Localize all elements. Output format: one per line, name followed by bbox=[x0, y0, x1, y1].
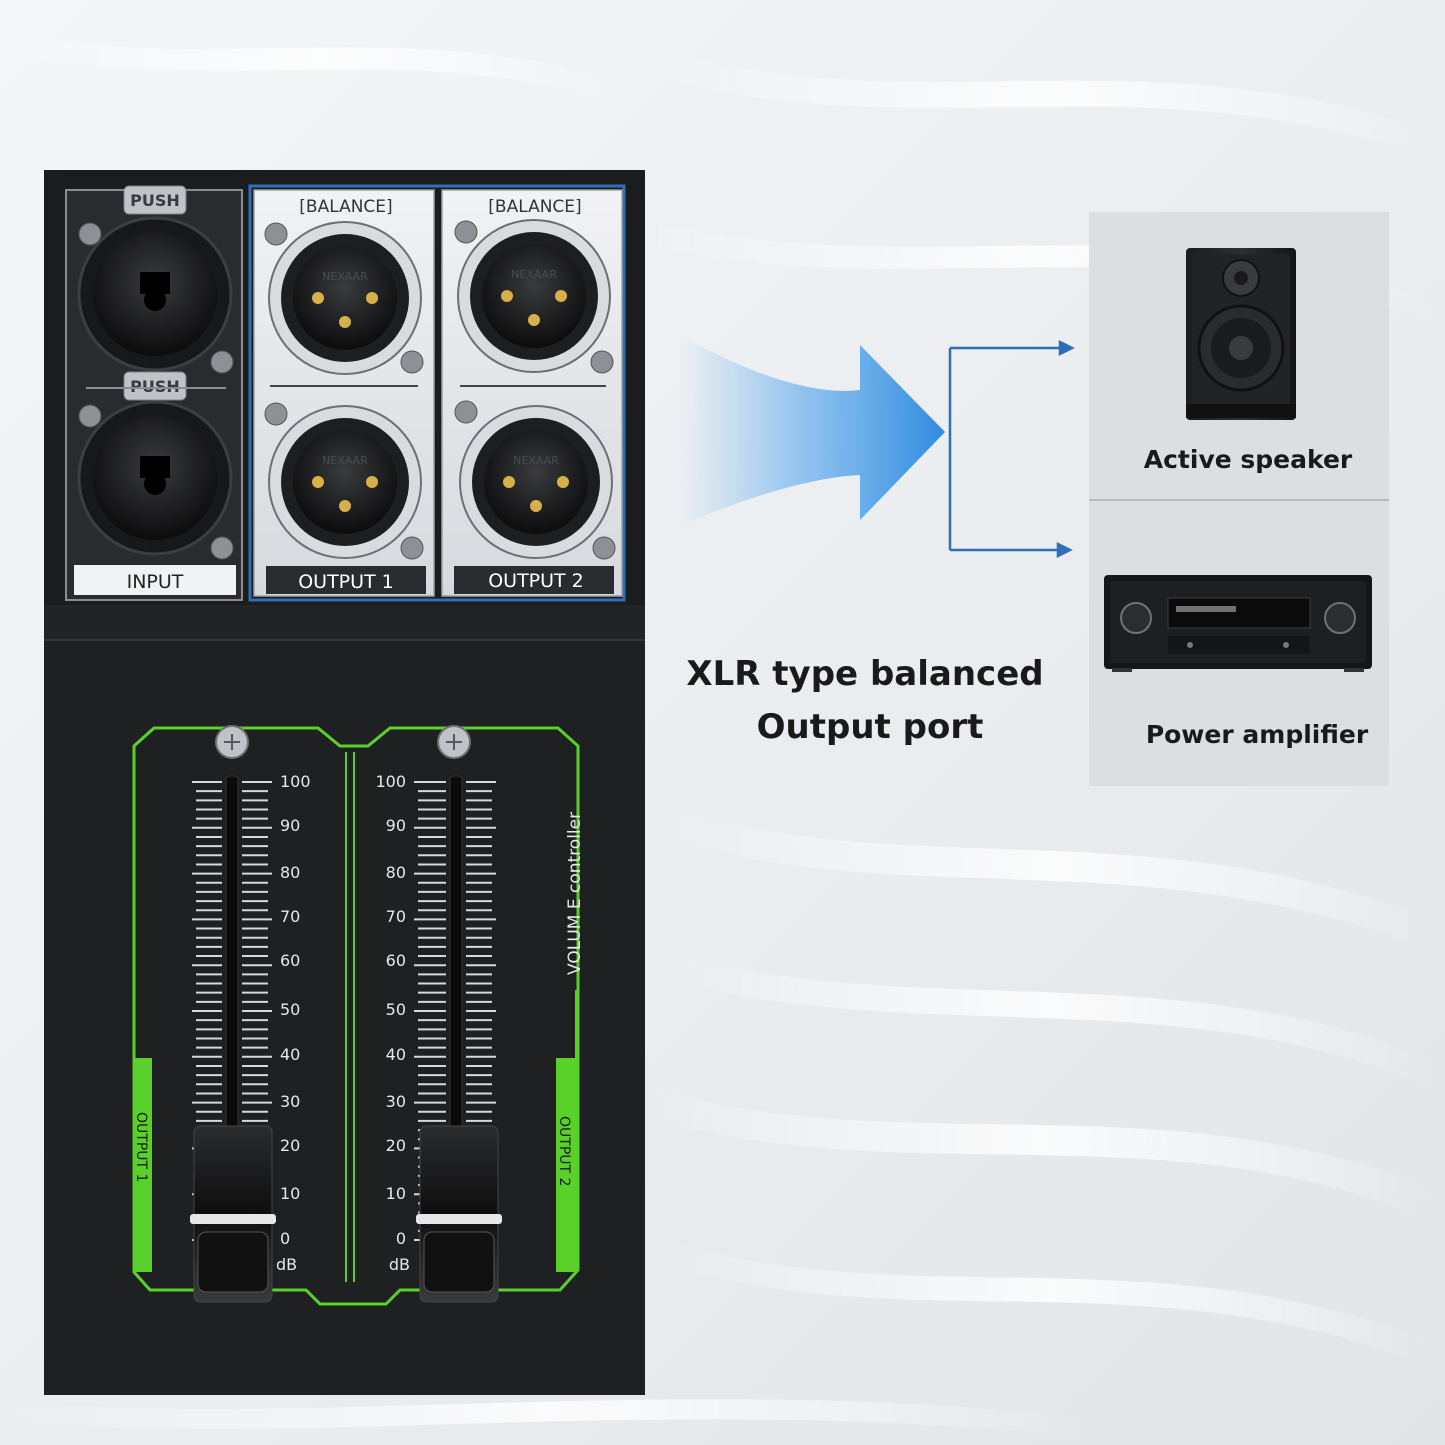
combo-input-jack-1[interactable] bbox=[77, 216, 234, 374]
speaker-icon bbox=[1186, 248, 1296, 420]
scale-label: 10 bbox=[280, 1184, 300, 1203]
output-1-header: [BALANCE] bbox=[299, 197, 392, 217]
left-fader-knob[interactable] bbox=[190, 1125, 276, 1303]
output-2-panel: [BALANCE] NEXAAR NEXAAR bbox=[441, 189, 623, 597]
xlr-brand-mark: NEXAAR bbox=[322, 270, 368, 283]
destination-label-speaker: Active speaker bbox=[1144, 445, 1353, 474]
scale-label: 60 bbox=[280, 951, 300, 970]
push-label-1: PUSH bbox=[130, 191, 180, 210]
volume-controller-label: VOLUM E controller bbox=[565, 812, 585, 975]
caption-line-2: Output port bbox=[757, 707, 984, 747]
left-channel-label: OUTPUT 1 bbox=[133, 1112, 149, 1182]
scale-label: 30 bbox=[386, 1092, 406, 1111]
right-scale-labels: 100 90 80 70 60 50 40 30 20 10 0 dB bbox=[375, 772, 410, 1274]
caption-line-1: XLR type balanced bbox=[686, 654, 1043, 694]
input-plate-label: INPUT bbox=[127, 571, 184, 593]
unit-label: dB bbox=[276, 1255, 297, 1274]
xlr-brand-mark: NEXAAR bbox=[511, 268, 557, 281]
scale-label: 50 bbox=[386, 1000, 406, 1019]
xlr-output-1a[interactable]: NEXAAR bbox=[264, 221, 424, 375]
push-latch-1[interactable]: PUSH bbox=[123, 185, 187, 215]
signal-arrow-icon bbox=[680, 335, 945, 525]
scale-label: 100 bbox=[375, 772, 406, 791]
scale-label: 50 bbox=[280, 1000, 300, 1019]
right-channel-label: OUTPUT 2 bbox=[556, 1116, 572, 1186]
screw-icon bbox=[437, 725, 471, 759]
fader-section: VOLUM E controller OUTPUT 1 OUTPUT 2 100 bbox=[132, 725, 585, 1306]
scale-label: 90 bbox=[280, 816, 300, 835]
xlr-brand-mark: NEXAAR bbox=[513, 454, 559, 467]
output-2-header: [BALANCE] bbox=[488, 197, 581, 217]
scale-label: 20 bbox=[386, 1136, 406, 1155]
scale-label: 10 bbox=[386, 1184, 406, 1203]
output-2-plate-label: OUTPUT 2 bbox=[488, 570, 584, 592]
amplifier-icon bbox=[1104, 575, 1372, 672]
xlr-brand-mark: NEXAAR bbox=[322, 454, 368, 467]
xlr-output-1b[interactable]: NEXAAR bbox=[264, 402, 424, 560]
scale-label: 80 bbox=[280, 863, 300, 882]
left-scale-labels: 100 90 80 70 60 50 40 30 20 10 0 dB bbox=[276, 772, 311, 1274]
audio-controller-device: PUSH PUSH bbox=[44, 170, 645, 1395]
output-1-panel: [BALANCE] NEXAAR NEXAAR bbox=[253, 189, 435, 597]
scale-label: 70 bbox=[280, 907, 300, 926]
input-panel: PUSH PUSH bbox=[65, 185, 243, 601]
scale-label: 40 bbox=[386, 1045, 406, 1064]
scale-label: 30 bbox=[280, 1092, 300, 1111]
scale-label: 80 bbox=[386, 863, 406, 882]
destination-label-amplifier: Power amplifier bbox=[1146, 720, 1369, 749]
destinations-card: Active speaker Power amplifier bbox=[1089, 212, 1389, 786]
xlr-output-2a[interactable]: NEXAAR bbox=[454, 219, 614, 374]
combo-input-jack-2[interactable] bbox=[77, 400, 234, 560]
scale-label: 60 bbox=[386, 951, 406, 970]
screw-icon bbox=[215, 725, 249, 759]
xlr-output-2b[interactable]: NEXAAR bbox=[454, 400, 616, 560]
push-latch-2[interactable]: PUSH bbox=[123, 371, 187, 401]
right-fader-knob[interactable] bbox=[416, 1125, 502, 1303]
branch-connector bbox=[948, 339, 1075, 559]
output-1-plate-label: OUTPUT 1 bbox=[298, 571, 394, 593]
scale-label: 40 bbox=[280, 1045, 300, 1064]
unit-label: dB bbox=[389, 1255, 410, 1274]
scale-label: 70 bbox=[386, 907, 406, 926]
push-label-2: PUSH bbox=[130, 377, 180, 396]
scale-label: 100 bbox=[280, 772, 311, 791]
background-waves bbox=[0, 29, 1445, 1440]
scale-label: 0 bbox=[396, 1229, 406, 1248]
scale-label: 0 bbox=[280, 1229, 290, 1248]
scale-label: 20 bbox=[280, 1136, 300, 1155]
scale-label: 90 bbox=[386, 816, 406, 835]
